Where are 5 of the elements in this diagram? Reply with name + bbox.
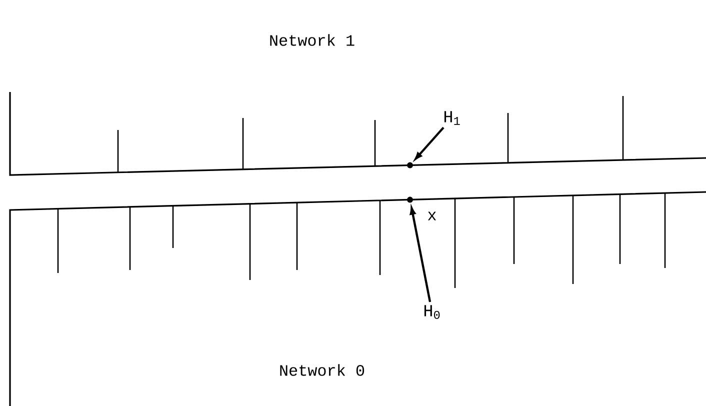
network-label: Network 0 — [280, 364, 364, 376]
arrow — [414, 126, 444, 160]
hub-label: H$_{1}$ — [444, 111, 460, 125]
network-label: Network 1 — [270, 34, 354, 46]
hub-label: H$_{0}$ — [424, 305, 440, 319]
